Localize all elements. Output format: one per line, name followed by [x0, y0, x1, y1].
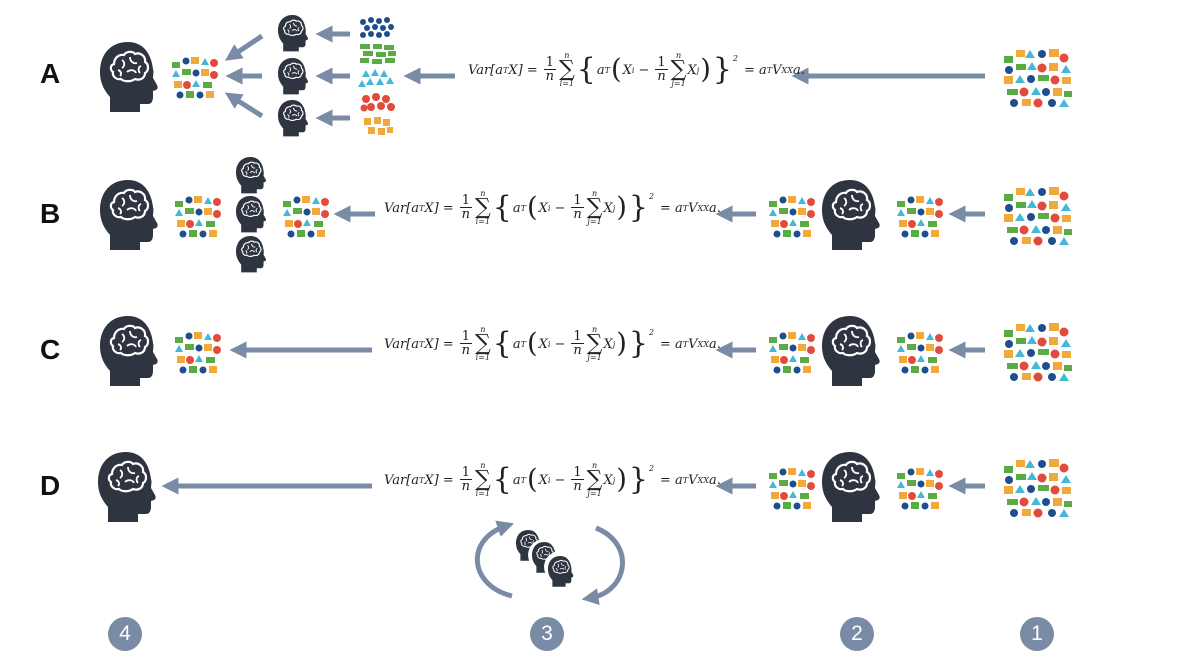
head-with-brain-icon — [820, 314, 881, 388]
eq-left-brace: { — [576, 52, 596, 88]
row-label-d: D — [40, 470, 61, 501]
small-head-icon — [235, 156, 267, 194]
head-with-brain-icon — [98, 40, 159, 114]
mixed-data-cluster-icon — [769, 332, 815, 374]
eq-left-paren: ( — [526, 328, 538, 360]
eq-right-brace: } — [628, 326, 648, 362]
eq-lhs: Var[a — [384, 336, 419, 352]
small-head-icon — [235, 235, 267, 273]
eq-right-brace: } — [628, 462, 648, 498]
blue-dots-group — [360, 17, 394, 38]
eq-lhs-end: X] = — [508, 62, 538, 78]
mixed-data-cluster-icon — [897, 468, 943, 510]
mixed-data-cluster-icon — [897, 196, 943, 238]
small-head-icon — [277, 57, 309, 95]
eq-lhs-end: X] = — [424, 336, 454, 352]
eq-sum: n∑i=1 — [475, 189, 491, 226]
eq-right-paren: ) — [616, 328, 627, 360]
row-label-c: C — [40, 334, 61, 365]
eq-left-brace: { — [492, 462, 512, 498]
eq-left-brace: { — [492, 190, 512, 226]
cycle-arrows-icon — [475, 520, 625, 606]
step-badge-1: 1 — [1020, 617, 1054, 651]
stacked-heads-icon — [515, 529, 576, 588]
eq-lhs-sup: T — [418, 339, 425, 349]
mixed-data-cluster-icon — [175, 332, 221, 374]
eq-lhs-end: X] = — [424, 200, 454, 216]
mixed-data-cluster-icon — [283, 196, 329, 238]
row-label-a: A — [40, 58, 61, 89]
small-head-icon — [277, 99, 309, 137]
mixed-data-cluster-icon — [1004, 187, 1072, 246]
eq-left-paren: ( — [610, 54, 622, 86]
eq-sum: n∑i=1 — [475, 461, 491, 498]
eq-right-brace: } — [712, 52, 732, 88]
row-label-b: B — [40, 198, 61, 229]
eq-sum: n∑i=1 — [475, 325, 491, 362]
head-with-brain-icon — [820, 178, 881, 252]
eq-lhs: Var[a — [384, 200, 419, 216]
eq-sum: n∑i=1 — [559, 51, 575, 88]
eq-lhs-sup: T — [502, 65, 509, 75]
step-badge-2: 2 — [840, 617, 874, 651]
mixed-data-cluster-icon — [1004, 49, 1072, 108]
eq-lhs-sup: T — [418, 203, 425, 213]
step-badge-4: 4 — [108, 617, 142, 651]
eq-right-paren: ) — [700, 54, 711, 86]
row-d-graphics — [96, 450, 1072, 606]
head-with-brain-icon — [98, 314, 159, 388]
red-circles-group — [360, 93, 395, 112]
head-with-brain-icon — [98, 178, 159, 252]
eq-lhs: Var[a — [468, 62, 503, 78]
small-head-icon — [235, 195, 267, 233]
eq-left-paren: ( — [526, 192, 538, 224]
eq-right-paren: ) — [616, 192, 627, 224]
mixed-data-cluster-icon — [1004, 459, 1072, 518]
mixed-data-cluster-icon — [769, 468, 815, 510]
mixed-data-cluster-icon — [769, 196, 815, 238]
eq-lhs: Var[a — [384, 472, 419, 488]
eq-lhs-sup: T — [418, 475, 425, 485]
mixed-data-cluster-icon — [175, 196, 221, 238]
eq-lhs-end: X] = — [424, 472, 454, 488]
step-badge-3: 3 — [530, 617, 564, 651]
mixed-data-cluster-icon — [172, 57, 218, 99]
eq-inner-sum: n∑j=1 — [586, 189, 603, 226]
green-rects-group — [360, 44, 396, 64]
cyan-triangles-group — [358, 69, 394, 87]
head-with-brain-icon — [820, 450, 881, 524]
eq-inner-sum: n∑j=1 — [670, 51, 687, 88]
eq-right-paren: ) — [616, 464, 627, 496]
row-c-graphics — [98, 314, 1072, 388]
row-b-graphics — [98, 156, 1072, 273]
mixed-data-cluster-icon — [1004, 323, 1072, 382]
row-a-graphics — [98, 14, 1072, 137]
mixed-data-cluster-icon — [897, 332, 943, 374]
small-head-icon — [277, 14, 309, 52]
eq-right-brace: } — [628, 190, 648, 226]
eq-left-paren: ( — [526, 464, 538, 496]
head-with-brain-icon — [96, 450, 157, 524]
eq-left-brace: { — [492, 326, 512, 362]
eq-inner-sum: n∑j=1 — [586, 325, 603, 362]
arrow — [224, 92, 264, 119]
arrow — [224, 33, 264, 61]
eq-inner-sum: n∑j=1 — [586, 461, 603, 498]
orange-squares-group — [364, 117, 393, 135]
